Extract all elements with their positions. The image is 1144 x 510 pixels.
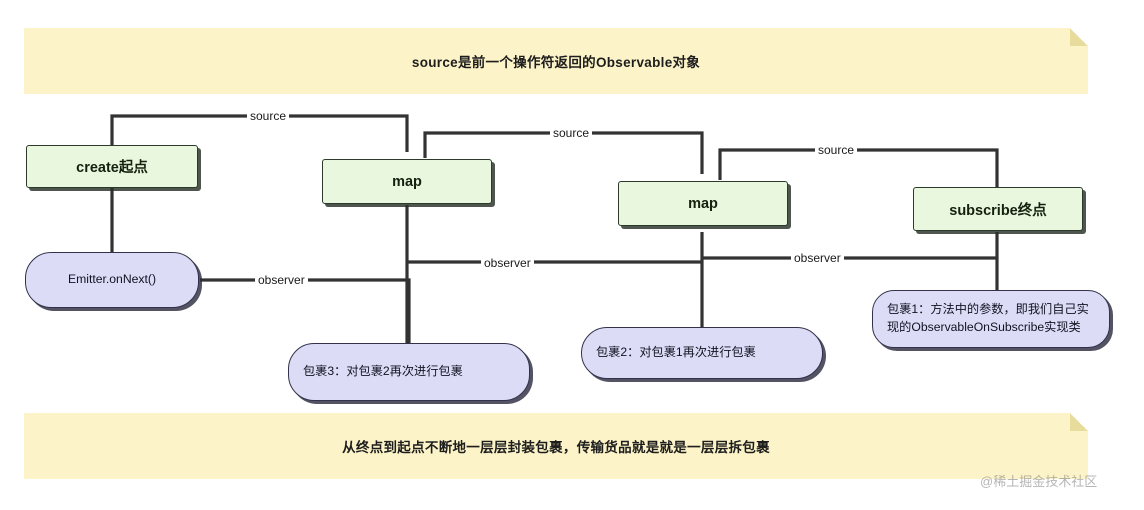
node-parcel-1-label-line-2: 现的ObservableOnSubscribe实现类 bbox=[887, 320, 1081, 334]
edge-label-observer-2: observer bbox=[481, 255, 534, 272]
watermark: @稀土掘金技术社区 bbox=[980, 474, 1098, 489]
edge-observer-emitter-to-parcel3 bbox=[200, 278, 411, 344]
edge-label-observer-1: observer bbox=[255, 272, 308, 289]
edge-label-source-2: source bbox=[550, 125, 593, 142]
node-parcel-3[interactable]: 包裹3：对包裹2再次进行包裹 bbox=[288, 343, 530, 401]
edge-label-observer-3: observer bbox=[791, 250, 844, 267]
bottom-banner: 从终点到起点不断地一层层封装包裹，传输货品就是就是一层层拆包裹 bbox=[24, 413, 1088, 479]
node-emitter-onnext[interactable]: Emitter.onNext() bbox=[25, 252, 199, 308]
node-create-label: create起点 bbox=[76, 160, 148, 176]
edge-source-subscribe-to-map2 bbox=[718, 148, 999, 187]
node-subscribe-label: subscribe终点 bbox=[949, 202, 1047, 219]
bottom-banner-text: 从终点到起点不断地一层层封装包裹，传输货品就是就是一层层拆包裹 bbox=[342, 440, 770, 455]
node-create[interactable]: create起点 bbox=[26, 145, 198, 188]
node-parcel-1[interactable]: 包裹1：方法中的参数，即我们自己实 现的ObservableOnSubscrib… bbox=[872, 290, 1110, 348]
node-map-2[interactable]: map bbox=[618, 181, 788, 226]
node-parcel-3-label: 包裹3：对包裹2再次进行包裹 bbox=[303, 364, 463, 379]
node-parcel-2-label: 包裹2：对包裹1再次进行包裹 bbox=[596, 345, 756, 360]
edge-label-source-3: source bbox=[815, 142, 858, 159]
node-map-1-label: map bbox=[392, 173, 422, 190]
node-subscribe[interactable]: subscribe终点 bbox=[913, 187, 1083, 231]
node-map-1[interactable]: map bbox=[322, 159, 492, 204]
node-parcel-2[interactable]: 包裹2：对包裹1再次进行包裹 bbox=[581, 327, 823, 379]
node-emitter-onnext-label: Emitter.onNext() bbox=[67, 272, 157, 287]
note-fold-corner-icon bbox=[1070, 28, 1088, 46]
node-parcel-1-label-line-1: 包裹1：方法中的参数，即我们自己实 bbox=[887, 302, 1089, 317]
top-banner: source是前一个操作符返回的Observable对象 bbox=[24, 28, 1088, 94]
top-banner-text: source是前一个操作符返回的Observable对象 bbox=[411, 55, 701, 70]
node-map-2-label: map bbox=[688, 195, 718, 212]
note-fold-corner-icon bbox=[1070, 413, 1088, 431]
edge-label-source-1: source bbox=[247, 108, 290, 125]
